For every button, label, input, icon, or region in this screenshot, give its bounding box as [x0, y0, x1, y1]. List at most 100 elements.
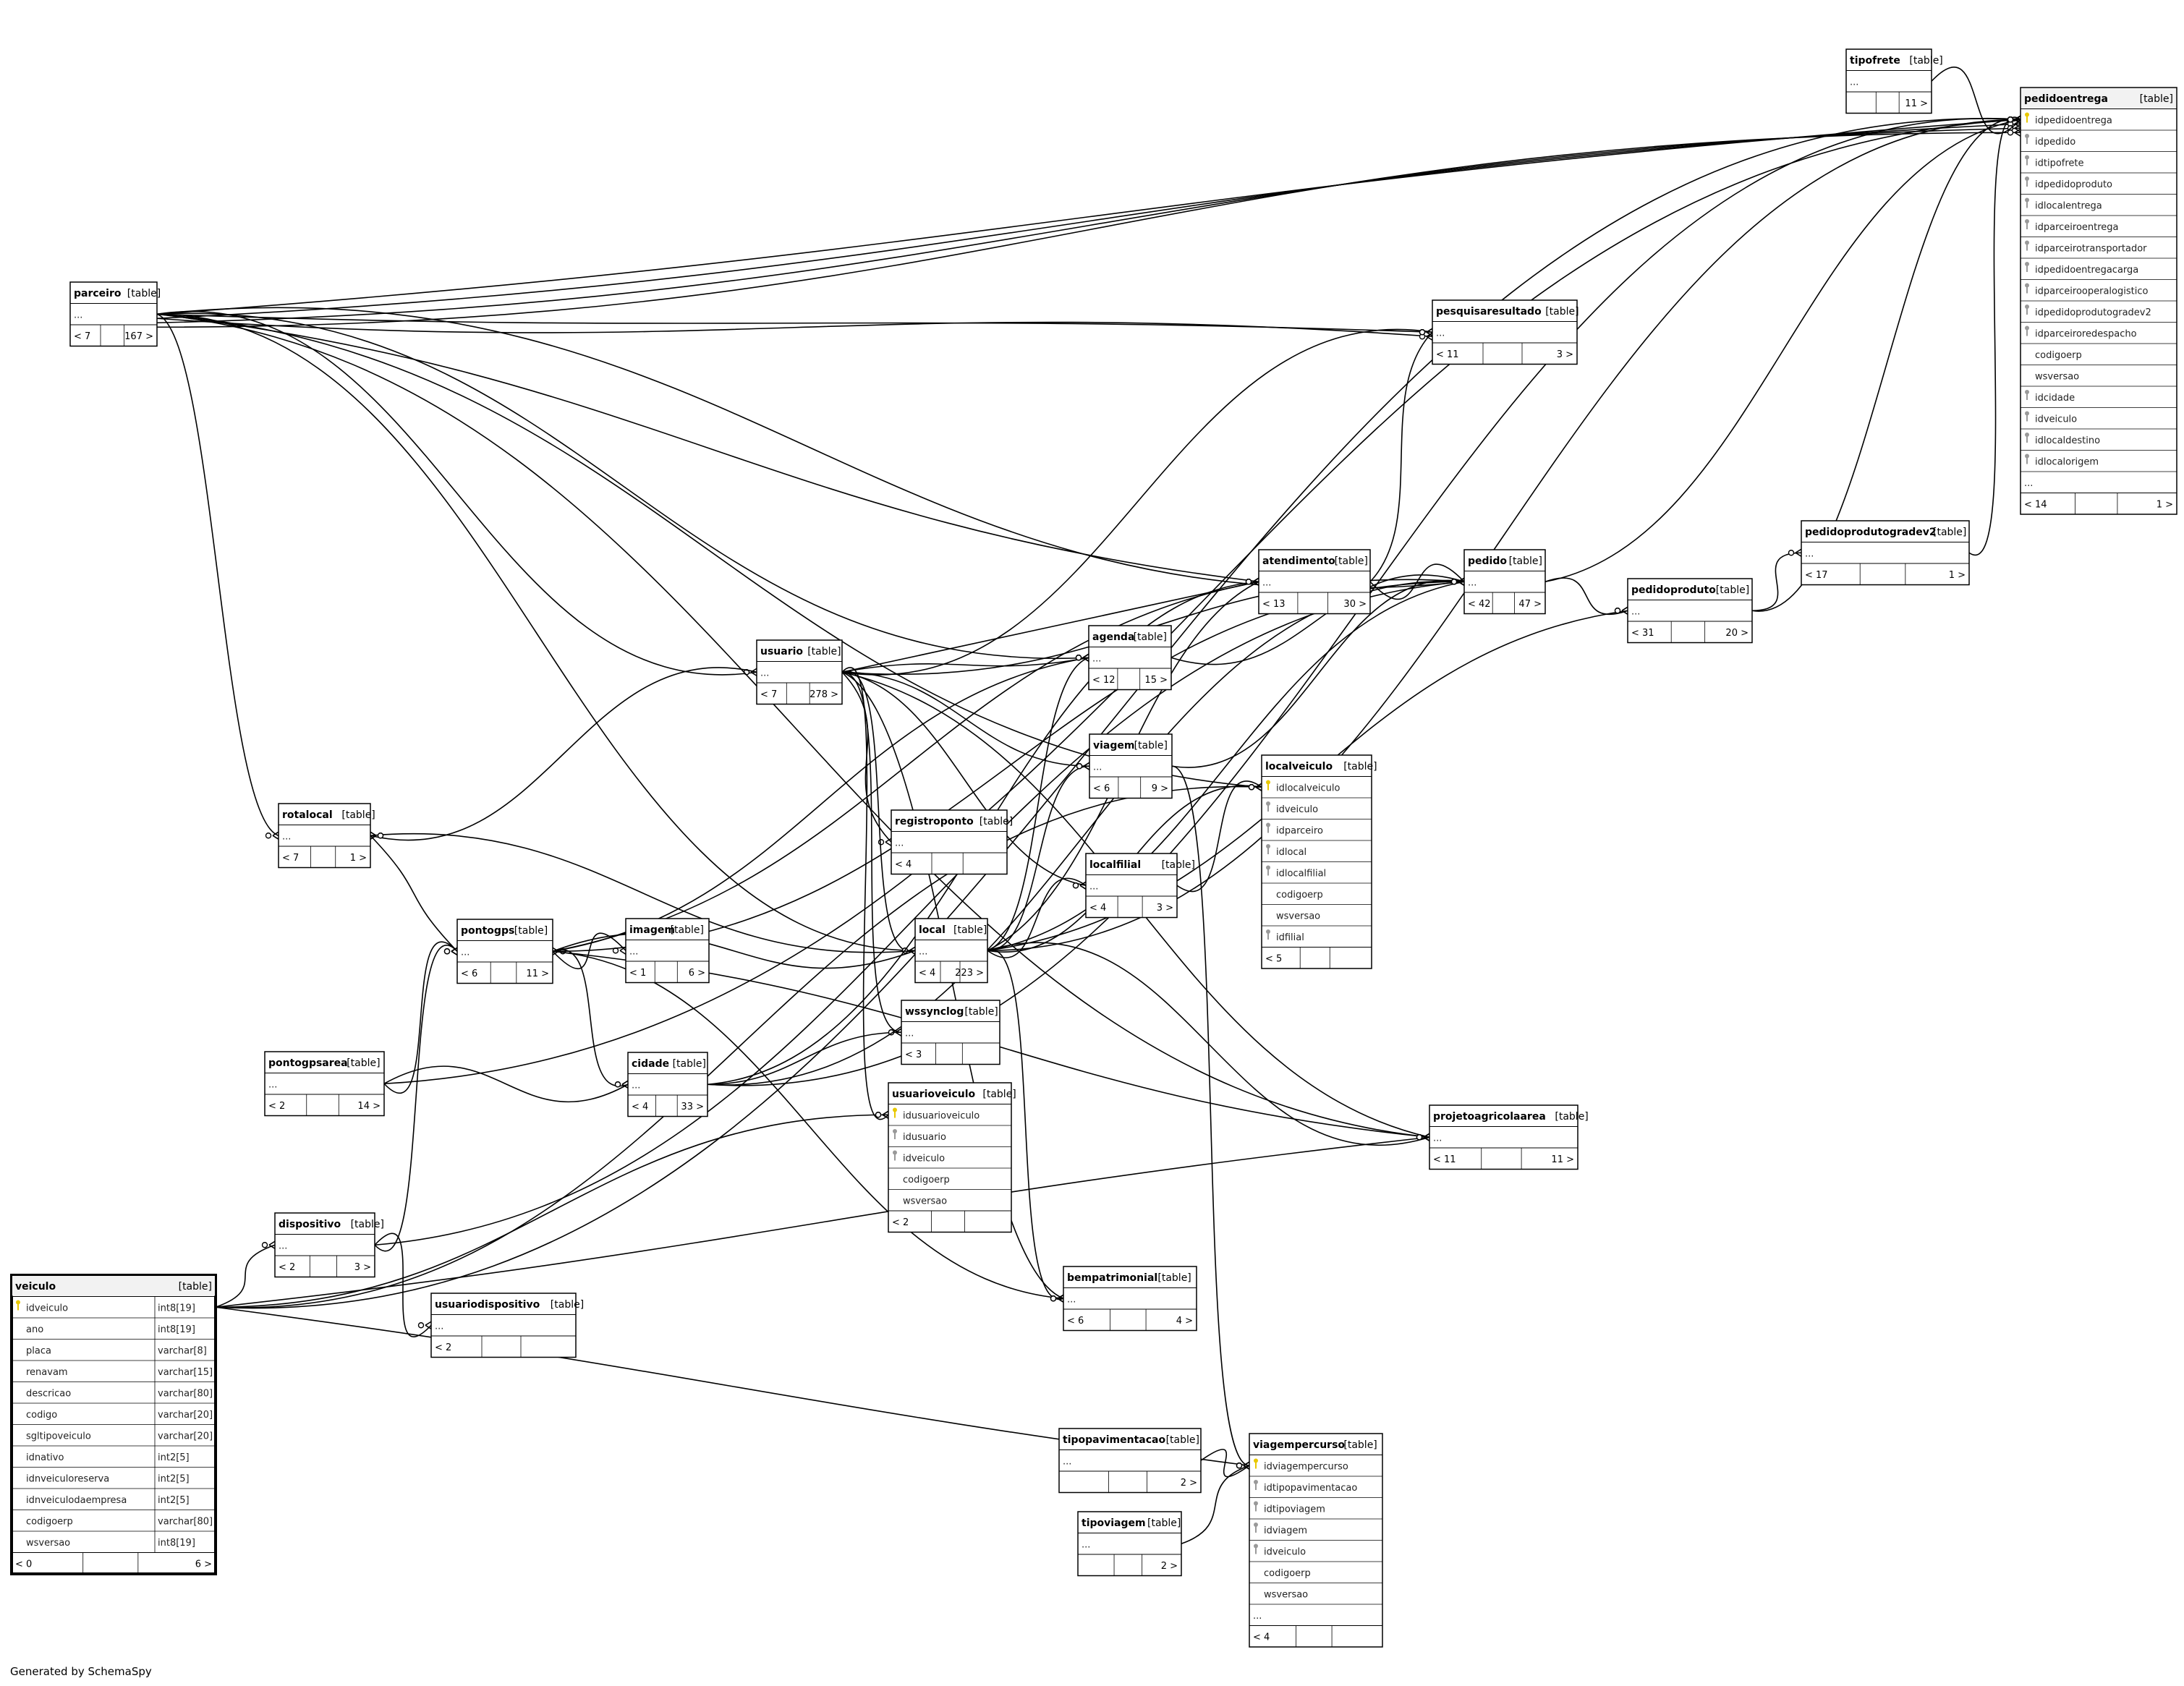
- relationship-line[interactable]: [987, 765, 1090, 952]
- child-count[interactable]: 1 >: [1949, 570, 1966, 581]
- relationship-line[interactable]: [841, 671, 1087, 887]
- child-count[interactable]: 278 >: [810, 689, 838, 700]
- table-usuariodispositivo[interactable]: usuariodispositivo[table]...< 2: [430, 1293, 584, 1358]
- parent-count[interactable]: < 4: [632, 1102, 648, 1112]
- relationship-line[interactable]: [1369, 331, 1433, 582]
- table-viagempercurso[interactable]: viagempercurso[table]idviagempercursoidt…: [1249, 1433, 1383, 1648]
- parent-count[interactable]: < 7: [282, 853, 299, 864]
- child-count[interactable]: 30 >: [1343, 599, 1367, 610]
- relationship-line[interactable]: [156, 313, 916, 952]
- parent-count[interactable]: < 2: [435, 1342, 451, 1353]
- relationship-line[interactable]: [383, 119, 2021, 1085]
- relationship-line[interactable]: [1170, 574, 1465, 665]
- relationship-line[interactable]: [156, 123, 2021, 320]
- parent-count[interactable]: < 1: [629, 968, 646, 979]
- parent-count[interactable]: < 14: [2024, 500, 2047, 511]
- relationship-line[interactable]: [1931, 67, 2021, 135]
- relationship-line[interactable]: [841, 328, 1433, 676]
- relationship-line[interactable]: [215, 1244, 276, 1308]
- child-count[interactable]: 33 >: [681, 1102, 704, 1112]
- table-wssynclog[interactable]: wssynclog[table]...< 3: [901, 1000, 1000, 1065]
- relationship-line[interactable]: [841, 657, 1089, 673]
- parent-count[interactable]: < 11: [1433, 1154, 1456, 1165]
- parent-count[interactable]: < 13: [1262, 599, 1286, 610]
- parent-count[interactable]: < 31: [1631, 628, 1654, 639]
- table-tipoviagem[interactable]: tipoviagem[table]...2 >: [1077, 1511, 1182, 1577]
- relationship-line[interactable]: [370, 667, 757, 841]
- relationship-line[interactable]: [156, 312, 1089, 660]
- table-pedidoentrega[interactable]: pedidoentrega[table]idpedidoentregaidped…: [2020, 87, 2177, 515]
- relationship-line[interactable]: [215, 1114, 889, 1308]
- relationship-line[interactable]: [156, 313, 1262, 788]
- relationship-line[interactable]: [156, 307, 1465, 589]
- relationship-line[interactable]: [841, 667, 889, 1120]
- child-count[interactable]: 3 >: [354, 1262, 371, 1273]
- relationship-line[interactable]: [707, 1031, 902, 1086]
- parent-count[interactable]: < 6: [1067, 1316, 1084, 1327]
- child-count[interactable]: 2 >: [1161, 1561, 1178, 1572]
- relationship-line[interactable]: [156, 310, 757, 676]
- relationship-line[interactable]: [552, 932, 626, 970]
- relationship-line[interactable]: [156, 313, 279, 837]
- parent-count[interactable]: < 0: [15, 1559, 32, 1570]
- table-registroponto[interactable]: registroponto[table]...< 4: [891, 809, 1013, 875]
- relationship-line[interactable]: [383, 1065, 629, 1103]
- parent-count[interactable]: < 11: [1436, 349, 1459, 360]
- parent-count[interactable]: < 6: [1093, 783, 1110, 794]
- child-count[interactable]: 6 >: [195, 1559, 212, 1570]
- child-count[interactable]: 3 >: [1157, 903, 1173, 914]
- relationship-line[interactable]: [215, 118, 2021, 1309]
- parent-count[interactable]: < 7: [74, 331, 90, 342]
- relationship-line[interactable]: [1544, 577, 1628, 616]
- relationship-line[interactable]: [374, 581, 1465, 1246]
- table-usuarioveiculo[interactable]: usuarioveiculo[table]idusuarioveiculoidu…: [888, 1082, 1016, 1233]
- relationship-line[interactable]: [987, 877, 1087, 958]
- relationship-line[interactable]: [1544, 119, 2021, 583]
- relationship-line[interactable]: [987, 119, 2021, 952]
- parent-count[interactable]: < 2: [268, 1101, 285, 1112]
- child-count[interactable]: 11 >: [1551, 1154, 1574, 1165]
- child-count[interactable]: 2 >: [1181, 1478, 1197, 1489]
- relationship-line[interactable]: [156, 132, 2021, 328]
- relationship-line[interactable]: [156, 318, 1433, 338]
- child-count[interactable]: 1 >: [2157, 500, 2173, 511]
- relationship-line[interactable]: [987, 581, 1465, 952]
- relationship-line[interactable]: [1176, 780, 1262, 893]
- child-count[interactable]: 11 >: [1905, 98, 1928, 109]
- relationship-line[interactable]: [374, 945, 458, 1252]
- relationship-line[interactable]: [841, 581, 1259, 673]
- child-count[interactable]: 15 >: [1144, 675, 1168, 686]
- parent-count[interactable]: < 12: [1092, 675, 1116, 686]
- child-count[interactable]: 4 >: [1176, 1316, 1193, 1327]
- relationship-line[interactable]: [370, 833, 916, 953]
- child-count[interactable]: 1 >: [350, 853, 367, 864]
- child-count[interactable]: 223 >: [955, 968, 984, 979]
- parent-count[interactable]: < 6: [461, 968, 477, 979]
- relationship-line[interactable]: [156, 313, 1433, 333]
- parent-count[interactable]: < 2: [892, 1217, 909, 1228]
- relationship-line[interactable]: [1968, 116, 2021, 556]
- relationship-line[interactable]: [156, 313, 1259, 583]
- child-count[interactable]: 9 >: [1152, 783, 1168, 794]
- parent-count[interactable]: < 7: [760, 689, 777, 700]
- parent-count[interactable]: < 4: [895, 859, 912, 870]
- relationship-line[interactable]: [1751, 552, 1802, 612]
- table-tipopavimentacao[interactable]: tipopavimentacao[table]...2 >: [1058, 1428, 1202, 1494]
